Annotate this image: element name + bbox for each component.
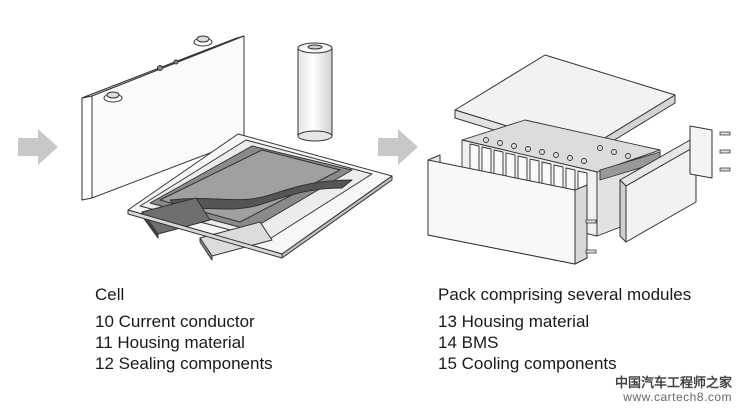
pack-caption-item: 15 Cooling components [438, 354, 617, 373]
cell-caption-title: Cell [95, 285, 125, 304]
cell-caption: Cell 10 Current conductor 11 Housing mat… [95, 284, 273, 374]
pack-caption-item: 14 BMS [438, 333, 499, 352]
watermark-name: 中国汽车工程师之家 [614, 375, 732, 390]
prismatic-cell [81, 35, 245, 201]
middle-arrow-icon [378, 129, 418, 165]
pack-caption-item: 13 Housing material [438, 312, 590, 331]
watermark-url: www.cartech8.com [623, 390, 732, 404]
left-arrow-icon [18, 129, 58, 165]
cell-caption-item: 11 Housing material [95, 333, 245, 352]
cell-caption-item: 12 Sealing components [95, 354, 273, 373]
cylindrical-cell [297, 42, 333, 142]
screws [585, 131, 731, 254]
pack-caption-title: Pack comprising several modules [438, 285, 692, 304]
watermark: 中国汽车工程师之家 www.cartech8.com [615, 375, 732, 405]
pack-front-wall [427, 154, 588, 265]
cell-caption-item: 10 Current conductor [95, 312, 255, 331]
pouch-cell [127, 133, 393, 261]
pack-end-plate [619, 125, 713, 243]
pack-caption: Pack comprising several modules 13 Housi… [438, 284, 691, 374]
